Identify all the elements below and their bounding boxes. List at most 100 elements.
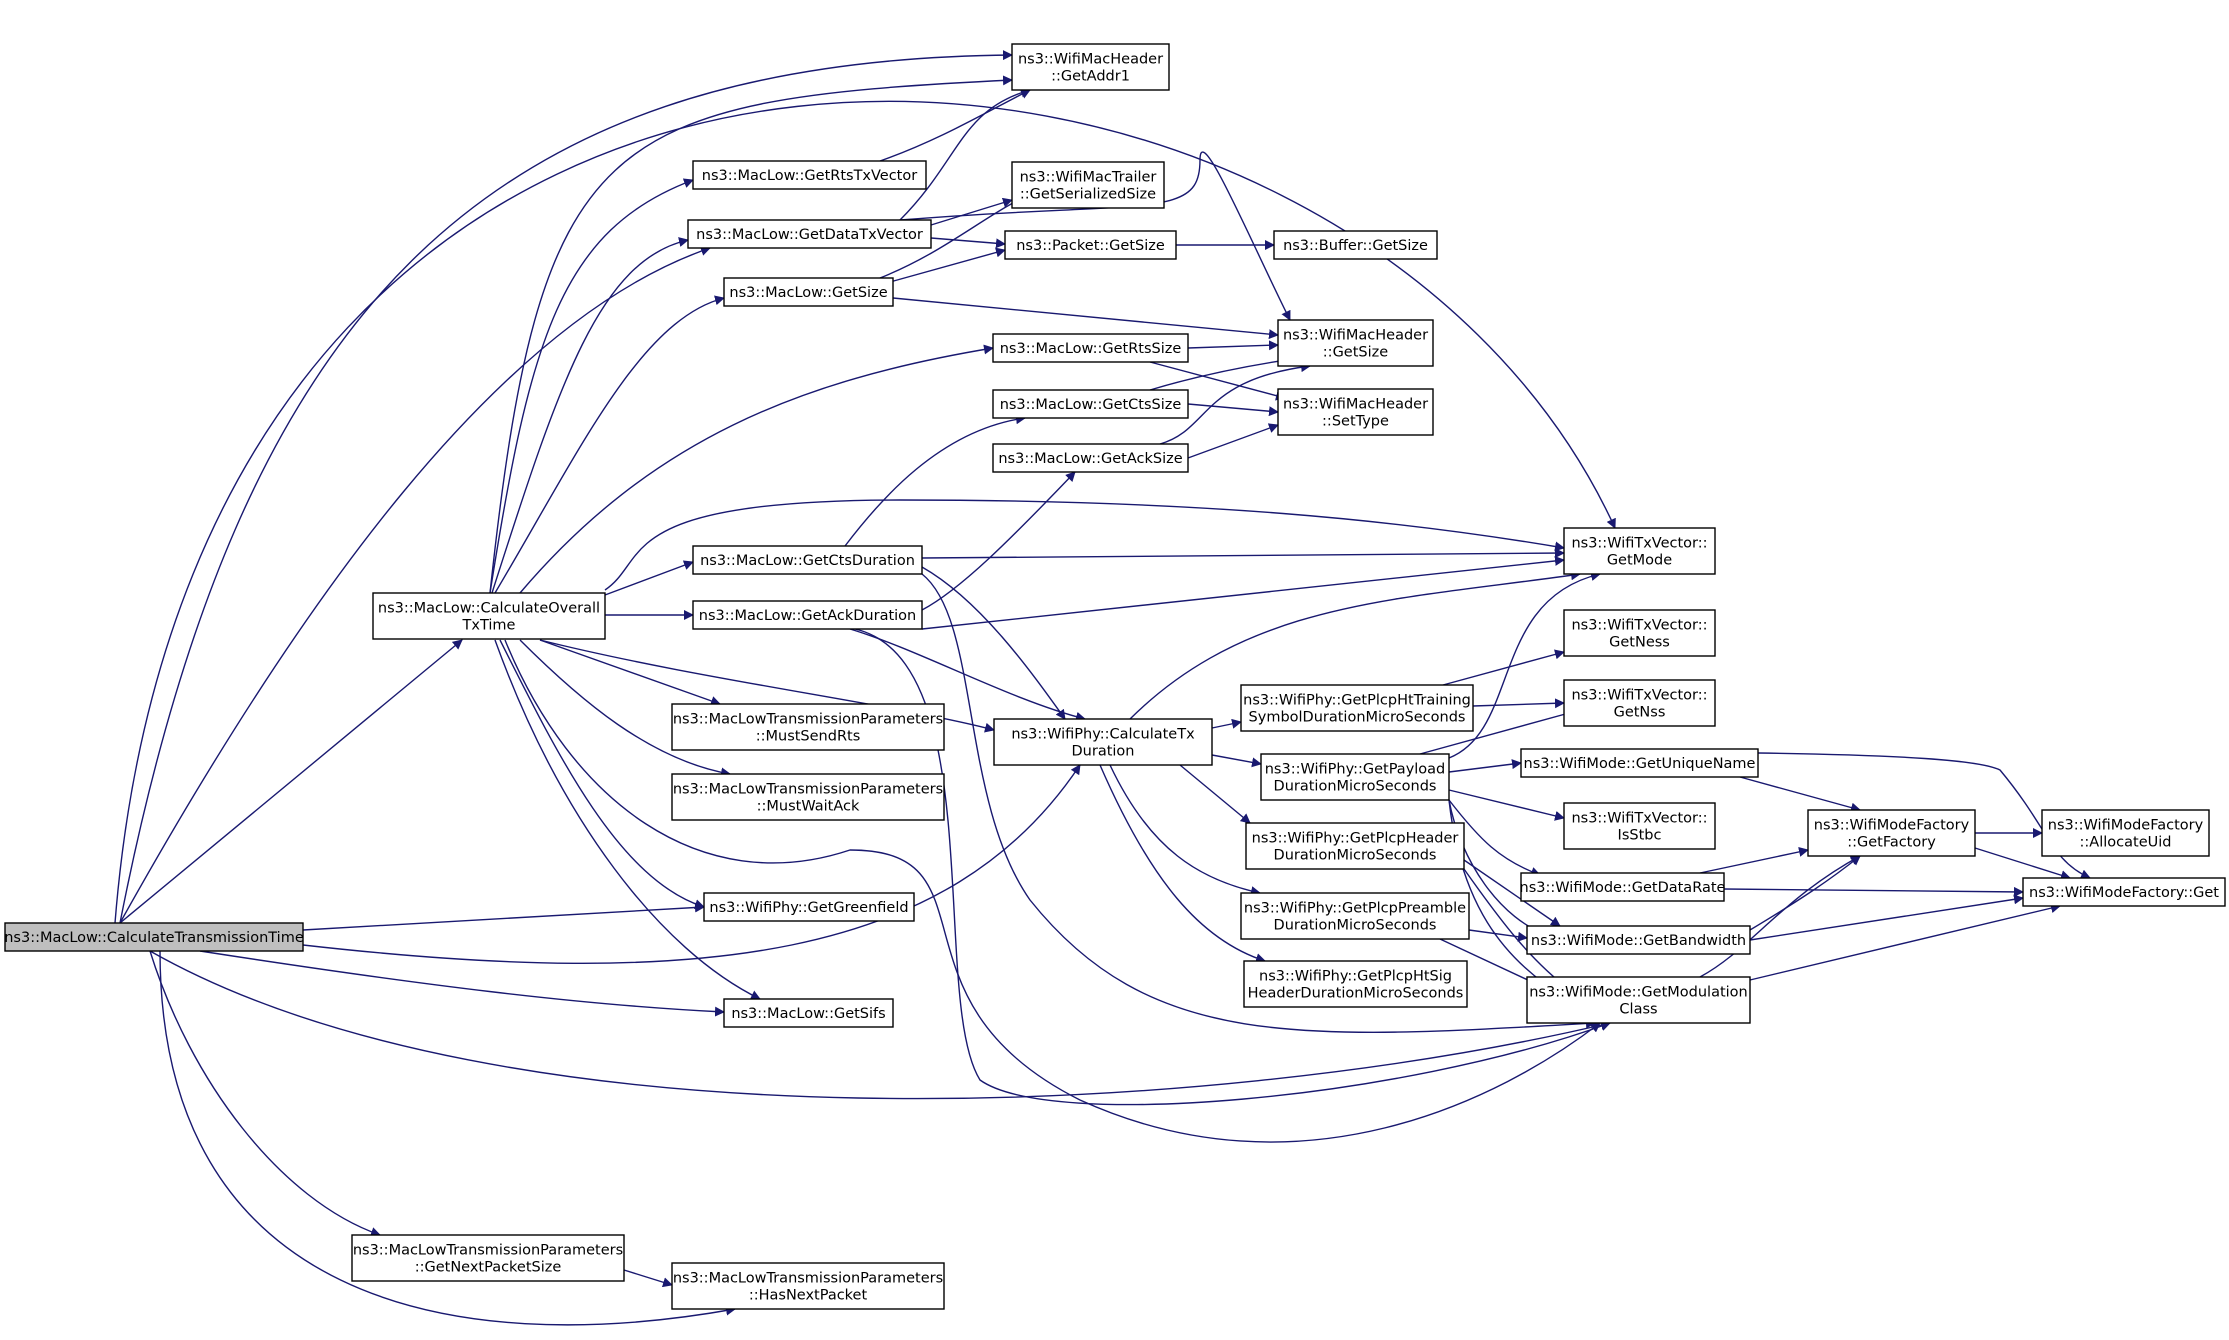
node-txvector-get-nss[interactable]: ns3::WifiTxVector::GetNss	[1563, 679, 1716, 727]
edge-mode-get-data-rate-to-mode-factory-get	[1723, 886, 2024, 897]
node-has-next-packet[interactable]: ns3::MacLowTransmissionParameters::HasNe…	[671, 1262, 945, 1310]
node-label: ::SetType	[1322, 414, 1389, 430]
node-label: ns3::WifiPhy::GetPlcpHtTraining	[1243, 693, 1471, 709]
node-box	[2022, 877, 2226, 907]
node-label: ns3::WifiMode::GetUniqueName	[1524, 756, 1756, 772]
edge-payload-duration-to-txvector-get-mode	[1448, 571, 1601, 759]
node-box	[993, 718, 1213, 766]
node-label: ns3::MacLow::GetSize	[729, 285, 887, 301]
node-label: ns3::MacLow::GetCtsSize	[1000, 397, 1182, 413]
edge-get-data-tx-vector-to-mac-header-get-size	[899, 151, 1291, 321]
node-box	[1011, 43, 1170, 91]
node-label: ns3::WifiPhy::GetGreenfield	[709, 900, 908, 916]
edge-calc-transmission-time-to-mode-get-modulation-class	[149, 950, 1611, 1100]
node-label: ns3::WifiMacTrailer	[1020, 170, 1157, 186]
node-plcp-preamble-duration[interactable]: ns3::WifiPhy::GetPlcpPreambleDurationMic…	[1240, 892, 1470, 940]
node-label: ns3::Packet::GetSize	[1016, 238, 1165, 254]
node-label: ns3::MacLow::CalculateOverall	[378, 601, 600, 617]
node-plcp-ht-training[interactable]: ns3::WifiPhy::GetPlcpHtTrainingSymbolDur…	[1240, 684, 1474, 732]
edge-calc-overall-tx-time-to-get-greenfield	[499, 639, 705, 909]
edge-get-ack-duration-to-get-ack-size	[921, 471, 1076, 611]
node-box	[692, 160, 927, 190]
node-label: ns3::WifiMode::GetDataRate	[1520, 880, 1726, 896]
edge-plcp-ht-training-to-txvector-get-nss	[1472, 698, 1565, 709]
node-plcp-ht-sig[interactable]: ns3::WifiPhy::GetPlcpHtSigHeaderDuration…	[1243, 960, 1468, 1008]
node-mode-factory-allocate-uid[interactable]: ns3::WifiModeFactory::AllocateUid	[2041, 809, 2210, 857]
node-label: ::HasNextPacket	[749, 1288, 868, 1304]
nodes: ns3::MacLow::CalculateTransmissionTimens…	[4, 43, 2226, 1310]
node-get-sifs[interactable]: ns3::MacLow::GetSifs	[723, 998, 894, 1028]
node-must-wait-ack[interactable]: ns3::MacLowTransmissionParameters::MustW…	[671, 773, 945, 821]
node-box	[723, 277, 894, 307]
node-must-send-rts[interactable]: ns3::MacLowTransmissionParameters::MustS…	[671, 703, 945, 751]
node-box	[687, 219, 932, 249]
node-mac-trailer-serialized-size[interactable]: ns3::WifiMacTrailer::GetSerializedSize	[1011, 161, 1165, 209]
edge-calc-overall-tx-time-to-txvector-get-mode	[604, 499, 1565, 591]
node-mode-factory-get[interactable]: ns3::WifiModeFactory::Get	[2022, 877, 2226, 907]
node-label: ns3::MacLow::CalculateTransmissionTime	[4, 930, 304, 946]
edge-calc-transmission-time-to-has-next-packet	[159, 950, 736, 1326]
node-label: ::GetAddr1	[1051, 69, 1130, 85]
edge-payload-duration-to-mode-get-data-rate	[1448, 799, 1541, 877]
node-txvector-get-ness[interactable]: ns3::WifiTxVector::GetNess	[1563, 609, 1716, 657]
node-label: DurationMicroSeconds	[1274, 918, 1437, 934]
edge-get-next-packet-size-to-has-next-packet	[623, 1269, 673, 1288]
node-box	[671, 773, 945, 821]
node-box	[723, 998, 894, 1028]
edge-mode-factory-get-factory-to-mode-factory-get	[1974, 847, 2071, 881]
edge-mode-get-modulation-class-to-mode-factory-get-factory	[1699, 855, 1861, 978]
node-label: ns3::WifiModeFactory::Get	[2029, 885, 2219, 901]
node-box	[1526, 925, 1751, 955]
node-label: ns3::WifiMode::GetModulation	[1529, 985, 1748, 1001]
edge-calc-transmission-time-to-mac-header-get-addr1	[119, 50, 1013, 924]
edge-calc-transmission-time-to-get-sifs	[199, 950, 725, 1017]
node-mac-header-set-type[interactable]: ns3::WifiMacHeader::SetType	[1277, 388, 1434, 436]
node-mode-factory-get-factory[interactable]: ns3::WifiModeFactory::GetFactory	[1807, 809, 1976, 857]
node-get-rts-size[interactable]: ns3::MacLow::GetRtsSize	[992, 333, 1189, 363]
node-buffer-get-size[interactable]: ns3::Buffer::GetSize	[1273, 230, 1438, 260]
node-label: ns3::Buffer::GetSize	[1283, 238, 1428, 254]
edge-calc-overall-tx-time-to-mode-get-modulation-class	[504, 639, 1601, 1143]
node-mode-get-unique-name[interactable]: ns3::WifiMode::GetUniqueName	[1520, 748, 1759, 778]
node-get-next-packet-size[interactable]: ns3::MacLowTransmissionParameters::GetNe…	[351, 1234, 625, 1282]
node-calc-transmission-time[interactable]: ns3::MacLow::CalculateTransmissionTime	[4, 922, 304, 952]
node-mode-get-bandwidth[interactable]: ns3::WifiMode::GetBandwidth	[1526, 925, 1751, 955]
node-get-data-tx-vector[interactable]: ns3::MacLow::GetDataTxVector	[687, 219, 932, 249]
edge-calc-overall-tx-time-to-calc-tx-duration	[539, 639, 995, 733]
node-label: ns3::WifiTxVector::	[1571, 811, 1707, 827]
node-get-rts-tx-vector[interactable]: ns3::MacLow::GetRtsTxVector	[692, 160, 927, 190]
node-get-ack-duration[interactable]: ns3::MacLow::GetAckDuration	[692, 600, 923, 630]
edge-get-data-tx-vector-to-mac-trailer-serialized-size	[930, 197, 1013, 226]
node-plcp-header-duration[interactable]: ns3::WifiPhy::GetPlcpHeaderDurationMicro…	[1245, 822, 1465, 870]
node-label: DurationMicroSeconds	[1274, 848, 1437, 864]
node-get-cts-duration[interactable]: ns3::MacLow::GetCtsDuration	[692, 545, 923, 575]
edge-calc-overall-tx-time-to-must-wait-ack	[519, 639, 731, 778]
node-txvector-get-mode[interactable]: ns3::WifiTxVector::GetMode	[1563, 527, 1716, 575]
node-label: DurationMicroSeconds	[1274, 779, 1437, 795]
edge-calc-overall-tx-time-to-mac-header-get-addr1	[489, 75, 1013, 594]
edge-calc-overall-tx-time-to-maclow-get-size	[494, 295, 725, 594]
node-packet-get-size[interactable]: ns3::Packet::GetSize	[1004, 230, 1177, 260]
node-box	[671, 703, 945, 751]
node-label: ns3::WifiModeFactory	[2048, 818, 2204, 834]
node-box	[1243, 960, 1468, 1008]
edge-calc-transmission-time-to-get-data-tx-vector	[119, 246, 711, 924]
node-payload-duration[interactable]: ns3::WifiPhy::GetPayloadDurationMicroSec…	[1260, 753, 1450, 801]
edge-get-rts-size-to-mac-header-set-type	[1149, 361, 1286, 401]
node-label: ns3::MacLow::GetSifs	[731, 1006, 885, 1022]
node-get-cts-size[interactable]: ns3::MacLow::GetCtsSize	[992, 389, 1189, 419]
node-mac-header-get-size[interactable]: ns3::WifiMacHeader::GetSize	[1277, 319, 1434, 367]
edge-get-cts-duration-to-mode-get-modulation-class	[921, 573, 1596, 1033]
node-txvector-is-stbc[interactable]: ns3::WifiTxVector::IsStbc	[1563, 802, 1716, 850]
node-get-ack-size[interactable]: ns3::MacLow::GetAckSize	[992, 443, 1189, 473]
edge-payload-duration-to-txvector-is-stbc	[1448, 789, 1565, 821]
node-maclow-get-size[interactable]: ns3::MacLow::GetSize	[723, 277, 894, 307]
node-label: ns3::MacLowTransmissionParameters	[673, 1271, 943, 1287]
node-mac-header-get-addr1[interactable]: ns3::WifiMacHeader::GetAddr1	[1011, 43, 1170, 91]
edge-calc-overall-tx-time-to-get-rts-tx-vector	[489, 178, 694, 594]
node-get-greenfield[interactable]: ns3::WifiPhy::GetGreenfield	[703, 892, 915, 922]
node-mode-get-data-rate[interactable]: ns3::WifiMode::GetDataRate	[1520, 872, 1726, 902]
